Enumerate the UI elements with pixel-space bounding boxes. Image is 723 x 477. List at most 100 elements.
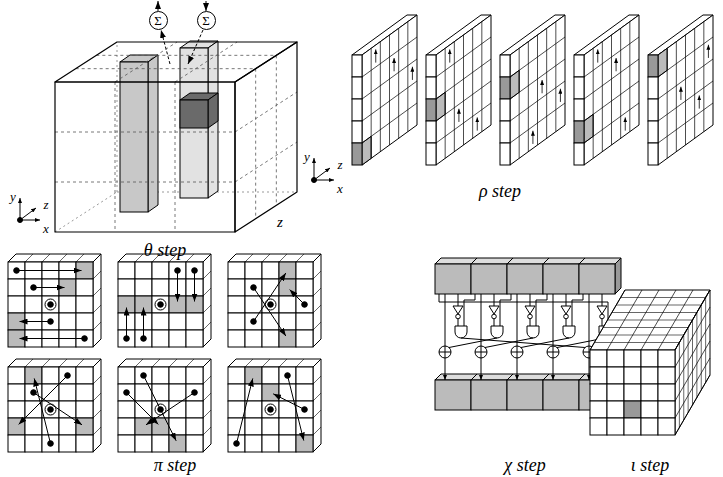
row-bevel (543, 374, 585, 380)
lane-cell (186, 384, 203, 401)
lane-cell (262, 367, 279, 384)
lane-cell (8, 384, 25, 401)
lane-cell (118, 279, 135, 296)
rho-slab (648, 15, 713, 165)
grid-line (203, 393, 211, 401)
step-name: χ step (504, 456, 545, 474)
grid-line (42, 254, 50, 262)
lane-cell (245, 435, 262, 452)
grid-line (616, 305, 701, 306)
slab-side (436, 15, 491, 165)
row-bit (507, 380, 543, 410)
lane-cell (641, 401, 658, 418)
grid-line (186, 254, 194, 262)
lane-cell (641, 384, 658, 401)
lane-cell (279, 313, 296, 330)
lane-cell (352, 55, 362, 77)
lane-dot (124, 336, 130, 342)
lane-cell (245, 367, 262, 384)
lane-dot (285, 373, 291, 379)
grid-line (703, 22, 704, 132)
lane-move-arrow (17, 270, 82, 271)
inverter (597, 306, 607, 314)
lane-cell (152, 330, 169, 347)
grid-line (313, 427, 321, 435)
lane-cell (658, 367, 675, 384)
lane-dot (302, 302, 308, 308)
grid-line (472, 28, 473, 138)
lane-dot (192, 268, 198, 274)
grid-line (152, 359, 160, 367)
slab-side (362, 15, 417, 165)
lane-cell (76, 367, 93, 384)
lane-cell (658, 418, 675, 435)
step-name: ρ step (479, 182, 521, 200)
grid-line (76, 68, 256, 69)
rotation-arrow (542, 80, 543, 93)
axis-name: y (10, 190, 16, 203)
lane-move-arrow (177, 271, 178, 302)
dimension-name: z (277, 215, 283, 230)
rho-slab (352, 15, 417, 165)
grid-line (169, 359, 177, 367)
rotation-arrow (412, 67, 413, 80)
grid-line (59, 254, 67, 262)
lane-cell (607, 418, 624, 435)
pi-grid (228, 359, 321, 452)
slab-side (584, 15, 639, 165)
grid-line (76, 359, 84, 367)
lane-cell (228, 279, 245, 296)
lane-cell (76, 384, 93, 401)
rotation-arrow (680, 87, 681, 100)
wire (530, 294, 531, 306)
lane-cell (186, 313, 203, 330)
grid-line (528, 42, 529, 152)
lane-cell (426, 143, 436, 165)
sum-circle: Σ (197, 11, 216, 30)
column-front (180, 100, 208, 128)
grid-line (175, 82, 176, 232)
lane-cell (262, 418, 279, 435)
lane-cell (607, 401, 624, 418)
xor-mark (445, 346, 446, 358)
axis-symbol (312, 158, 335, 183)
axis-arrow (314, 158, 315, 180)
lane-cell (500, 143, 510, 165)
grid-line (76, 254, 84, 262)
lane-cell (574, 77, 584, 99)
grid-side (93, 359, 101, 452)
rotation-arrow (708, 45, 709, 58)
grid-line (59, 359, 67, 367)
axis-name: z (337, 158, 342, 171)
row-bit (471, 264, 507, 294)
lane-cell (245, 262, 262, 279)
grid-line (175, 42, 237, 82)
lane-cell (228, 384, 245, 401)
lane-cell (228, 313, 245, 330)
grid-line (389, 35, 390, 145)
grid-line (203, 376, 211, 384)
and-gate (563, 326, 575, 338)
wire (536, 294, 547, 326)
lane-cell (426, 55, 436, 77)
row-bevel (543, 258, 585, 264)
lane-cell (262, 435, 279, 452)
lane-move-arrow (19, 376, 68, 425)
fixed-lane-dot (48, 407, 54, 413)
lane-cell (352, 99, 362, 121)
grid-line (186, 359, 194, 367)
step-name: θ step (144, 241, 186, 259)
grid-line (135, 254, 143, 262)
lane-cell (228, 367, 245, 384)
lane-cell (76, 401, 93, 418)
rho-slab (574, 15, 639, 165)
rotation-arrow (616, 58, 617, 71)
row-bit (543, 380, 579, 410)
lane-cell (296, 279, 313, 296)
grid-top (118, 359, 211, 367)
inverter-bubble (564, 314, 569, 319)
wire (572, 294, 583, 326)
lane-cell (574, 143, 584, 165)
axis-name: y (304, 150, 310, 163)
